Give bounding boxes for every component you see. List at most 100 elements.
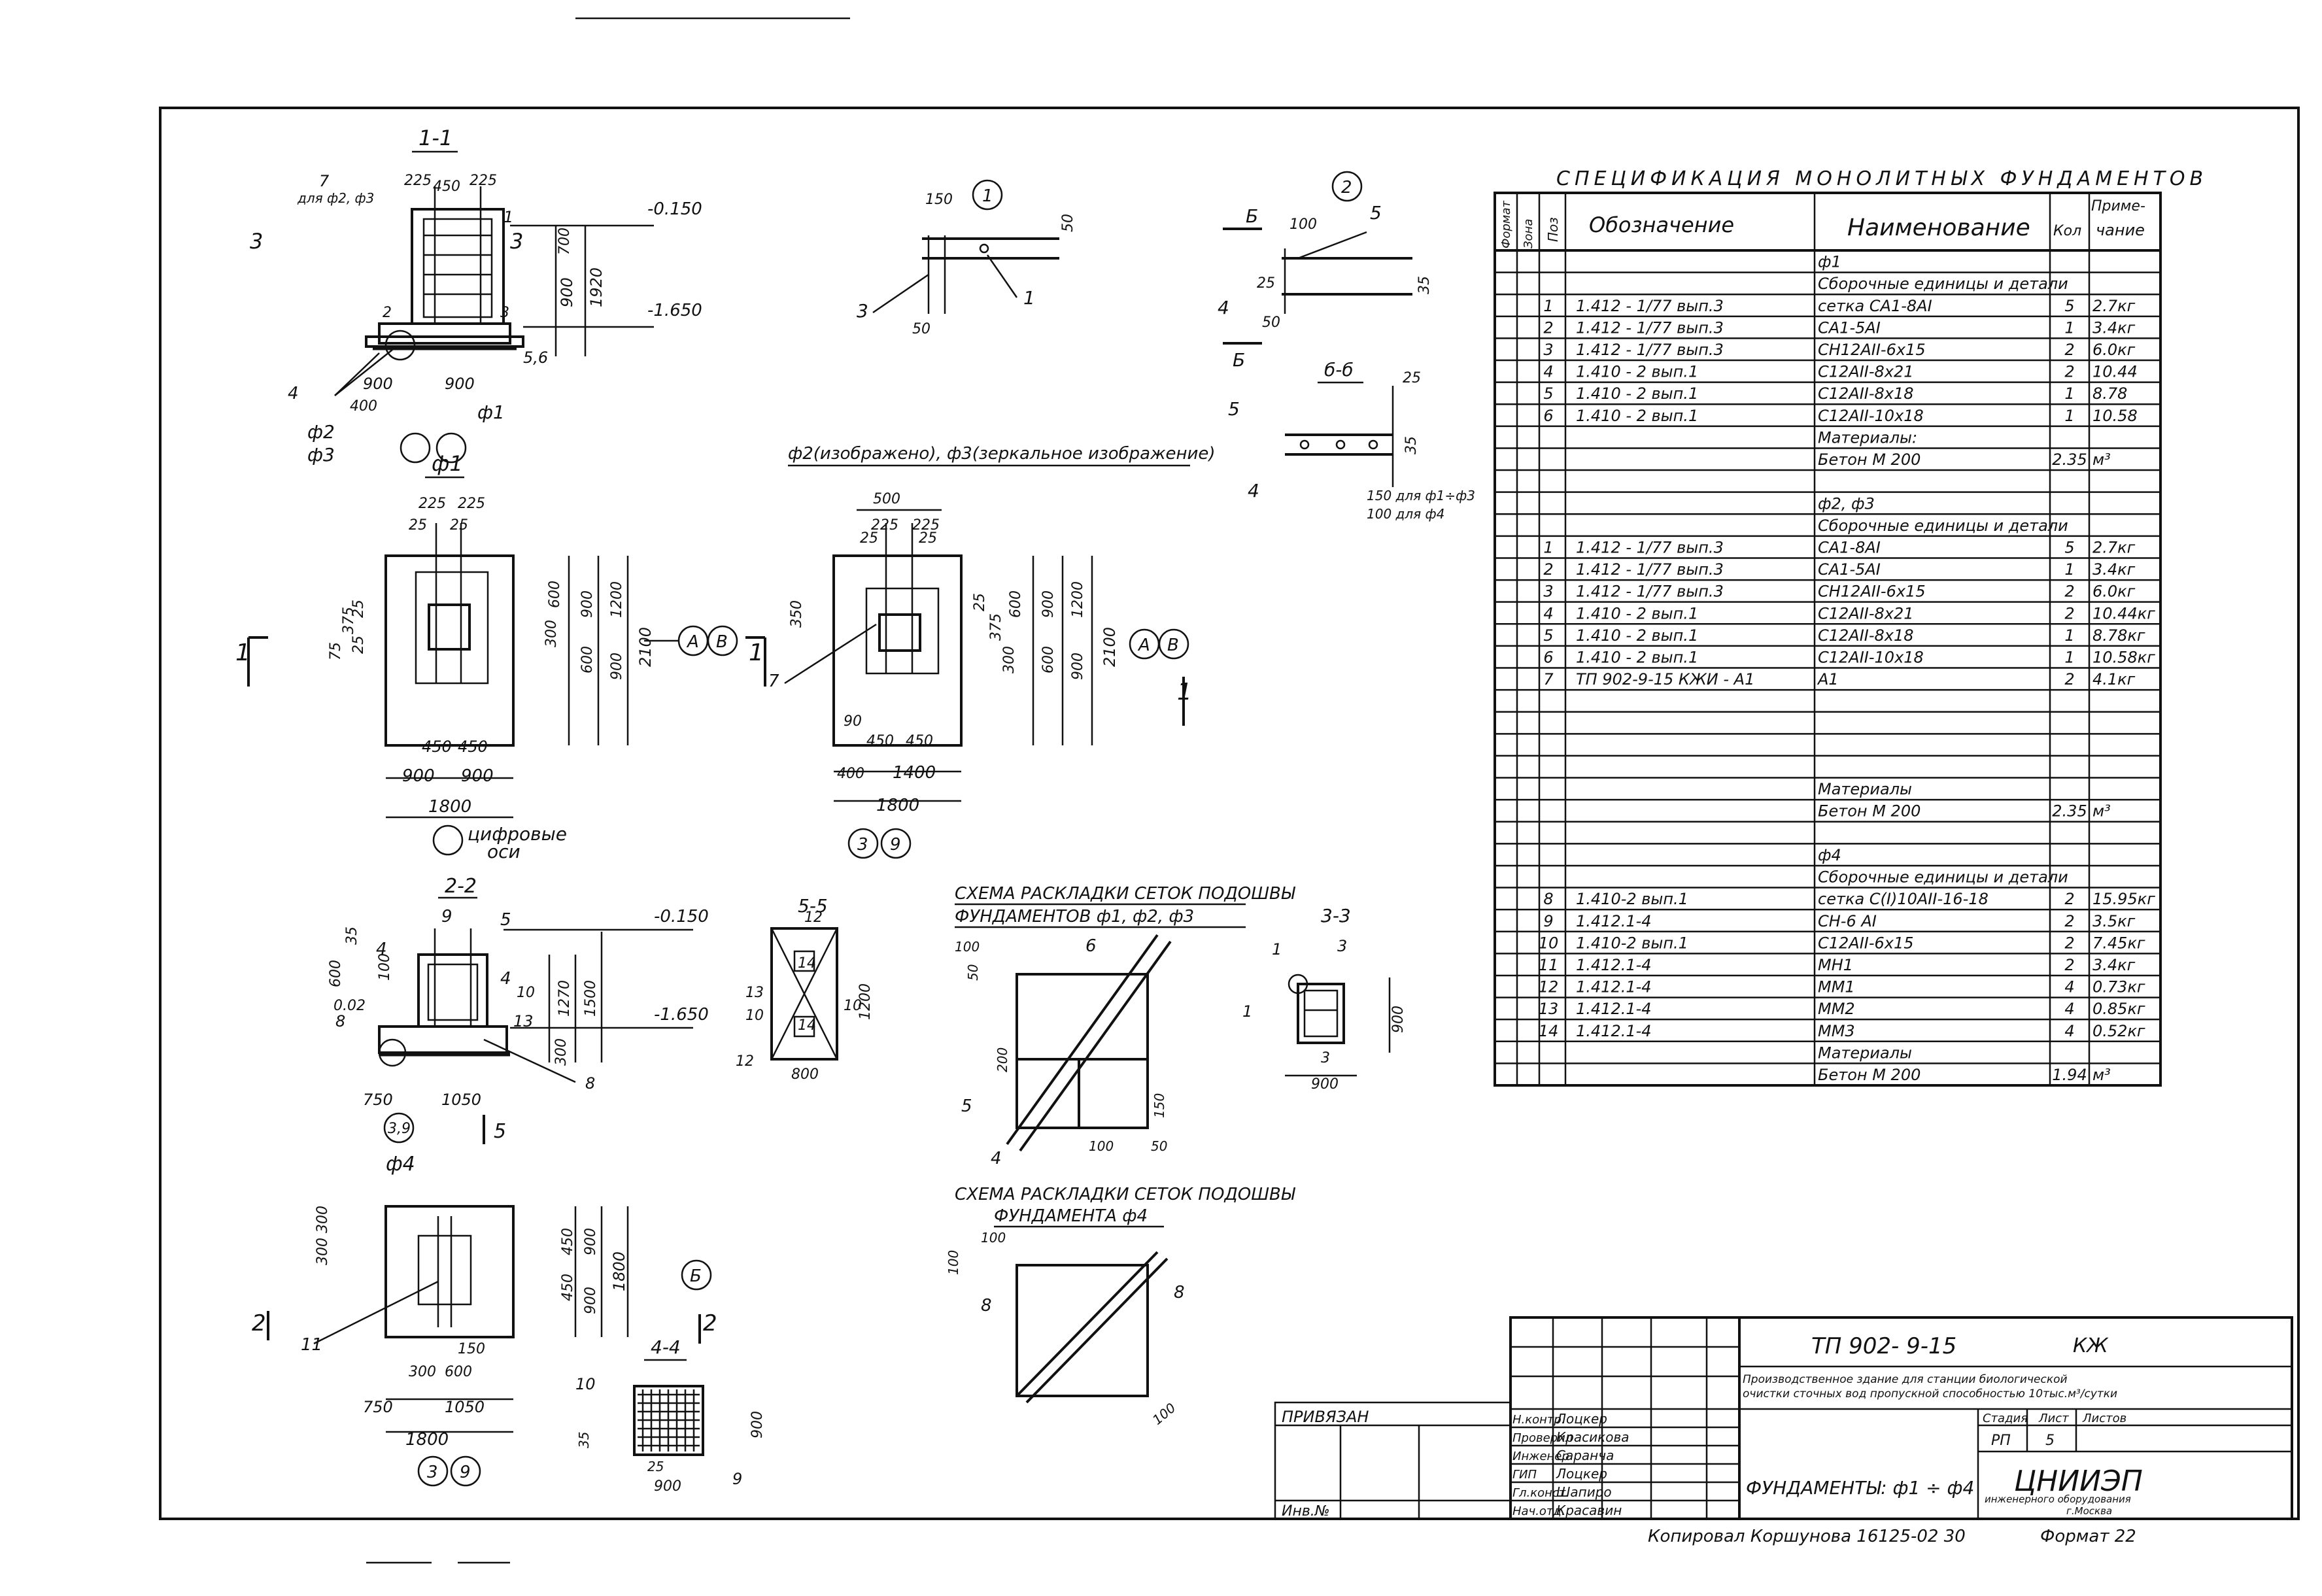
spec-cell-name: Материалы: [1818, 780, 1912, 798]
spec-cell-pos: 7: [1543, 670, 1554, 688]
svg-text:150: 150: [1152, 1093, 1167, 1118]
spec-cell-name: ф2, ф3: [1818, 494, 1875, 513]
svg-text:5: 5: [500, 910, 511, 930]
svg-text:2-2: 2-2: [445, 875, 477, 898]
svg-text:Б: Б: [690, 1266, 702, 1286]
spec-cell-qty: 1.94: [2052, 1066, 2087, 1084]
svg-text:КЖ: КЖ: [2073, 1334, 2109, 1357]
svg-text:900: 900: [749, 1411, 766, 1438]
svg-text:25: 25: [919, 530, 937, 547]
spec-cell-pos: 5: [1543, 626, 1553, 645]
spec-cell-note: 15.95кг: [2092, 890, 2155, 908]
svg-text:2: 2: [252, 1310, 266, 1336]
svg-text:для ф2, ф3: для ф2, ф3: [297, 190, 374, 206]
svg-text:600: 600: [328, 960, 344, 987]
svg-text:В: В: [716, 632, 728, 652]
svg-text:150 для ф1÷ф3: 150 для ф1÷ф3: [1367, 488, 1475, 503]
spec-cell-note: 6.0кг: [2092, 341, 2136, 359]
sheet-frame: [159, 107, 2300, 1520]
svg-text:750: 750: [363, 1091, 393, 1109]
svg-text:600: 600: [1008, 590, 1024, 618]
svg-text:Стадия: Стадия: [1983, 1412, 2028, 1425]
svg-text:2: 2: [1341, 178, 1352, 197]
svg-text:25: 25: [1257, 275, 1275, 292]
section-1-1: 1-1 -0.150 -1.650 900 1920 700 225 450 2…: [250, 126, 702, 466]
svg-text:200: 200: [995, 1047, 1010, 1072]
svg-text:400: 400: [837, 766, 864, 782]
spec-cell-qty: 2: [2064, 670, 2074, 688]
spec-cell-designation: 1.410 - 2 вып.1: [1576, 626, 1698, 645]
hdr-qty: Кол: [2053, 223, 2081, 239]
svg-text:375: 375: [341, 607, 357, 634]
svg-text:13: 13: [745, 985, 764, 1001]
spec-cell-designation: 1.412.1-4: [1576, 1000, 1652, 1018]
svg-text:1800: 1800: [610, 1251, 628, 1291]
svg-text:1: 1: [504, 208, 513, 226]
svg-text:100: 100: [955, 939, 980, 955]
svg-text:СХЕМА РАСКЛАДКИ СЕТОК ПОДОШВЫ: СХЕМА РАСКЛАДКИ СЕТОК ПОДОШВЫ: [955, 1185, 1296, 1204]
svg-text:100: 100: [1150, 1400, 1179, 1428]
svg-text:35: 35: [344, 926, 360, 945]
svg-text:1: 1: [1272, 940, 1282, 959]
svg-text:Копировал Коршунова 16125-02: Копировал Коршунова 16125-02 30: [1648, 1527, 1966, 1546]
spec-cell-designation: 1.412.1-4: [1576, 912, 1652, 930]
sig-name: Лоцкер: [1556, 1466, 1607, 1482]
spec-cell-designation: 1.412 - 1/77 вып.3: [1576, 318, 1724, 337]
spec-cell-name: Сборочные единицы и детали: [1818, 517, 2068, 535]
svg-text:Производственное здание для ст: Производственное здание для станции биол…: [1743, 1373, 2068, 1386]
svg-text:8: 8: [585, 1074, 595, 1093]
svg-text:900: 900: [1390, 1006, 1407, 1033]
spec-cell-qty: 2: [2064, 604, 2074, 622]
spec-cell-name: СА1-5АI: [1818, 318, 1881, 337]
svg-text:450: 450: [560, 1274, 576, 1301]
svg-text:3: 3: [857, 300, 868, 322]
svg-text:10: 10: [844, 998, 862, 1014]
svg-text:100: 100: [981, 1230, 1006, 1246]
spec-cell-qty: 4: [2064, 1000, 2074, 1018]
svg-text:2100: 2100: [636, 627, 655, 667]
svg-text:А: А: [1137, 636, 1150, 655]
svg-text:5-5: 5-5: [798, 895, 828, 917]
spec-cell-pos: 6: [1543, 407, 1553, 425]
svg-text:300: 300: [1001, 646, 1017, 673]
svg-text:300: 300: [543, 620, 560, 647]
sig-role: ГИП: [1512, 1468, 1537, 1482]
svg-text:Б: Б: [1233, 349, 1245, 371]
spec-cell-name: Бетон М 200: [1818, 450, 1921, 469]
spec-cell-designation: ТП 902-9-15 КЖИ - А1: [1576, 670, 1754, 688]
spec-cell-note: 6.0кг: [2092, 583, 2136, 601]
svg-text:14: 14: [798, 1017, 816, 1034]
svg-text:900: 900: [654, 1478, 681, 1495]
svg-text:8: 8: [335, 1012, 345, 1030]
svg-text:25: 25: [972, 593, 988, 611]
svg-text:1: 1: [1242, 1002, 1252, 1021]
svg-text:750: 750: [363, 1398, 393, 1416]
svg-text:300: 300: [409, 1364, 436, 1380]
spec-cell-note: 10.44: [2092, 363, 2138, 381]
svg-text:10: 10: [745, 1008, 764, 1024]
spec-cell-qty: 1: [2064, 649, 2074, 667]
svg-text:5: 5: [961, 1096, 972, 1116]
spec-cell-note: 8.78: [2092, 384, 2127, 403]
spec-cell-pos: 1: [1543, 297, 1553, 315]
spec-cell-pos: 4: [1543, 604, 1553, 622]
node-1: 1 150 50 3 1 50: [857, 179, 1076, 337]
spec-cell-qty: 1: [2064, 384, 2074, 403]
svg-text:25: 25: [450, 517, 468, 534]
spec-cell-pos: 2: [1543, 560, 1553, 579]
spec-cell-qty: 1: [2064, 560, 2074, 579]
section-4-4: 4-4 10 9 900 900 25 35: [575, 1336, 766, 1495]
mesh-scheme-f1-f3: СХЕМА РАСКЛАДКИ СЕТОК ПОДОШВЫ ФУНДАМЕНТО…: [955, 884, 1296, 1168]
svg-text:1050: 1050: [445, 1398, 485, 1416]
svg-text:300: 300: [553, 1038, 570, 1066]
spec-cell-name: Бетон М 200: [1818, 802, 1921, 821]
svg-text:9: 9: [460, 1463, 471, 1482]
spec-cell-qty: 2: [2064, 956, 2074, 974]
hdr-name: Наименование: [1847, 214, 2030, 241]
svg-text:3: 3: [250, 229, 263, 254]
svg-text:12: 12: [736, 1053, 754, 1070]
svg-text:1200: 1200: [857, 983, 874, 1020]
svg-text:-1.650: -1.650: [647, 301, 702, 320]
svg-text:ф3: ф3: [307, 444, 335, 466]
svg-text:3-3: 3-3: [1321, 905, 1351, 926]
